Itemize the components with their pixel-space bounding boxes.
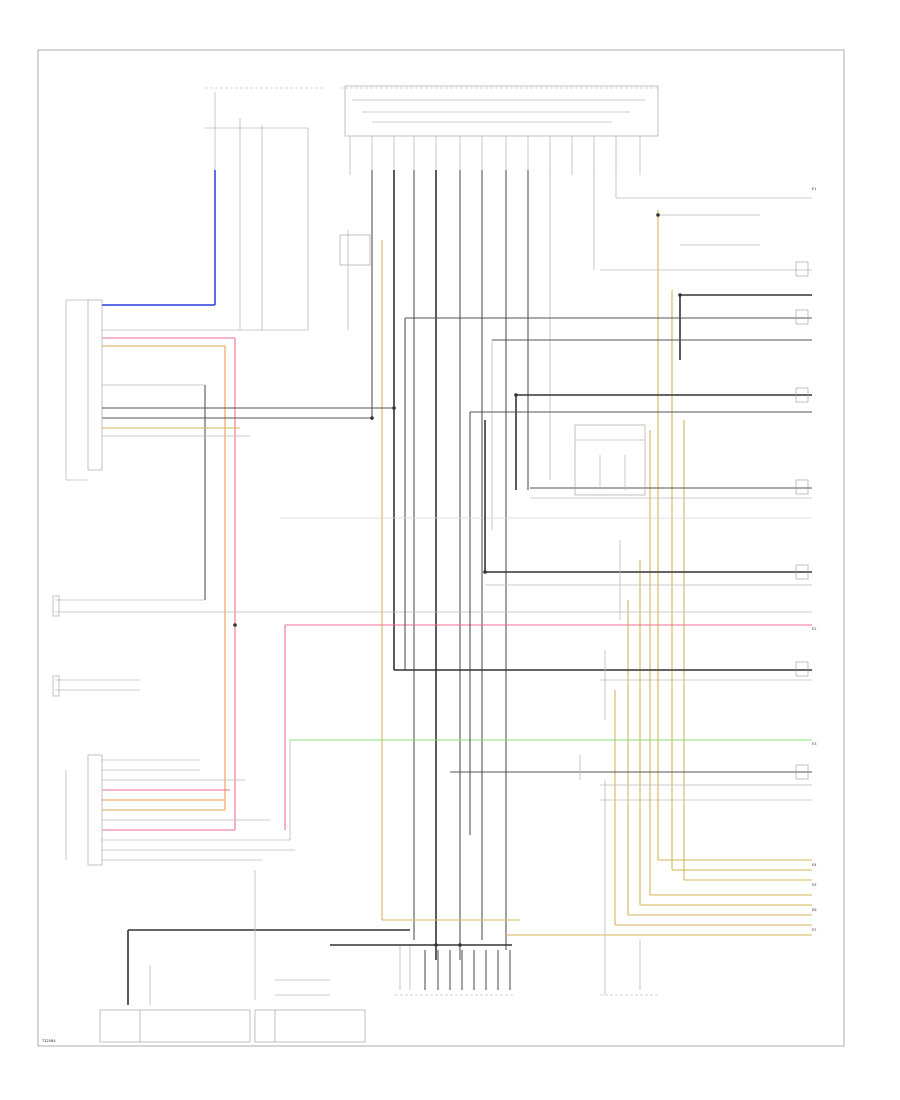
vertical-yellow-wires — [614, 210, 685, 925]
left-module-lower — [65, 739, 440, 866]
horizontal-yellow-wires — [382, 859, 812, 936]
ground-label: E1 — [812, 187, 817, 191]
right-relay-blocks — [339, 234, 646, 990]
bottom-left-connector — [99, 870, 410, 1043]
junction-points — [233, 213, 682, 947]
vertical-grey-wires — [347, 140, 617, 920]
top-pin-stubs — [349, 136, 641, 175]
bottom-right-connector — [600, 970, 660, 996]
vertical-black-wires — [371, 170, 551, 960]
bottom-center-connector — [330, 944, 515, 996]
ground-label: E6 — [812, 908, 817, 912]
pink-signal-wire — [284, 611, 812, 830]
ground-label: E3 — [812, 742, 817, 746]
ground-label: E4 — [812, 863, 817, 867]
ground-label: E2 — [812, 627, 817, 631]
left-switch-groups — [52, 595, 320, 697]
diagram-frame — [37, 49, 845, 1047]
ground-label-group: E1 E2 E3 E4 E5 E6 E7 — [812, 187, 817, 932]
diagram-footer-code: T32584 — [41, 1039, 56, 1043]
right-horizontal-wires — [280, 197, 812, 835]
ground-label: E7 — [812, 928, 817, 932]
top-center-connector — [340, 85, 660, 137]
left-module-upper — [65, 170, 394, 830]
ground-label: E5 — [812, 883, 817, 887]
top-left-connector — [205, 87, 325, 330]
right-connector-brackets — [795, 261, 809, 780]
